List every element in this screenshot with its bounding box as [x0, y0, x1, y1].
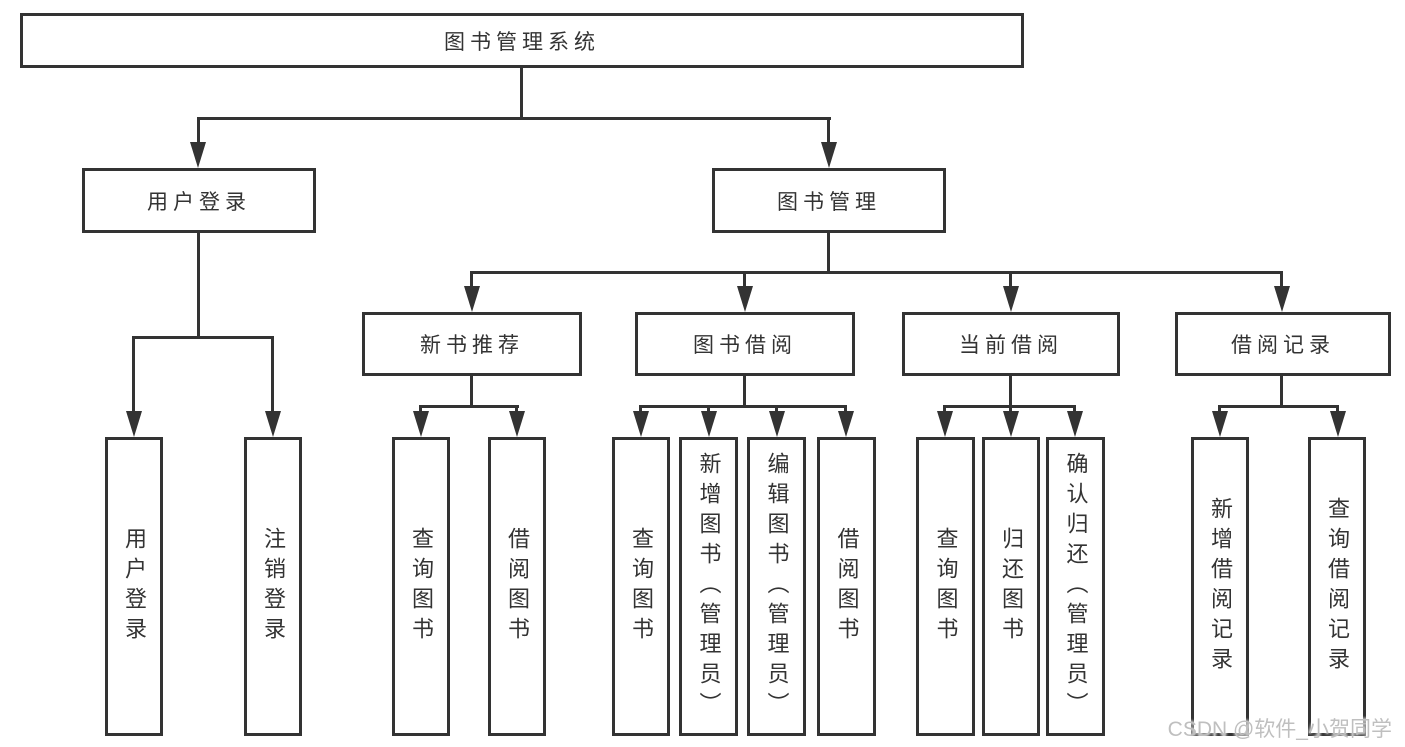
node-label: 图书管理系统 — [444, 30, 600, 54]
edge-drop-book-borrow — [743, 271, 746, 288]
edge-new-book-rec-bar — [419, 405, 519, 408]
arrowhead-nbr-borrow — [509, 411, 525, 437]
leaf-bb-query-books: 查询图书 — [612, 437, 670, 736]
edge-drop-bb-query — [639, 405, 642, 413]
edge-drop-logout-leaf — [271, 336, 274, 413]
arrowhead-new-book-rec — [464, 286, 480, 312]
node-label: 查询图书 — [933, 526, 959, 647]
node-label: 编辑图书（管理员） — [764, 451, 790, 722]
edge-drop-new-book-rec — [470, 271, 473, 288]
csdn-watermark: CSDN @软件_小贺同学 — [1167, 718, 1392, 741]
leaf-user-login: 用户登录 — [105, 437, 163, 736]
node-label: 归还图书 — [999, 526, 1024, 647]
edge-borrow-record-stem — [1280, 376, 1283, 408]
arrowhead-br-query — [1330, 411, 1346, 437]
arrowhead-logout-leaf — [265, 411, 281, 437]
node-label: 借阅记录 — [1231, 334, 1335, 357]
arrowhead-bb-borrow — [838, 411, 854, 437]
edge-drop-user-login-leaf — [132, 336, 135, 413]
node-label: 图书借阅 — [693, 334, 797, 357]
node-label: 注销登录 — [261, 526, 286, 647]
leaf-logout: 注销登录 — [244, 437, 302, 736]
node-user-login: 用户登录 — [82, 168, 316, 233]
node-borrow-record: 借阅记录 — [1175, 312, 1391, 376]
leaf-nbr-borrow-books: 借阅图书 — [488, 437, 546, 736]
arrowhead-current-borrow — [1003, 286, 1019, 312]
node-book-mgmt: 图书管理 — [712, 168, 946, 233]
edge-current-borrow-stem — [1009, 376, 1012, 408]
leaf-bb-borrow-books: 借阅图书 — [817, 437, 876, 736]
arrowhead-book-mgmt — [821, 142, 837, 168]
edge-drop-nbr-query — [419, 405, 422, 413]
edge-drop-cb-query — [943, 405, 946, 413]
node-label: 新书推荐 — [420, 334, 524, 357]
edge-drop-br-query — [1336, 405, 1339, 413]
node-label: 用户登录 — [147, 190, 251, 214]
leaf-cb-return-books: 归还图书 — [982, 437, 1040, 736]
node-label: 用户登录 — [122, 526, 147, 647]
arrowhead-bb-edit — [769, 411, 785, 437]
arrowhead-cb-confirm — [1067, 411, 1083, 437]
node-label: 查询借阅记录 — [1325, 496, 1350, 677]
edge-drop-nbr-borrow — [515, 405, 518, 413]
arrowhead-user-login — [190, 142, 206, 168]
node-label: 当前借阅 — [959, 334, 1063, 357]
node-current-borrow: 当前借阅 — [902, 312, 1120, 376]
edge-drop-current-borrow — [1009, 271, 1012, 288]
edge-drop-bb-borrow — [844, 405, 847, 413]
leaf-cb-query-books: 查询图书 — [916, 437, 975, 736]
edge-root-stem — [520, 68, 523, 118]
edge-drop-cb-return — [1009, 405, 1012, 413]
edge-book-borrow-stem — [743, 376, 746, 408]
edge-user-login-stem — [197, 233, 200, 338]
edge-drop-user-login — [197, 117, 200, 144]
edge-drop-bb-add — [707, 405, 710, 413]
edge-book-mgmt-stem — [827, 233, 830, 274]
arrowhead-cb-query — [937, 411, 953, 437]
node-label: 新增借阅记录 — [1208, 496, 1233, 677]
arrowhead-user-login-leaf — [126, 411, 142, 437]
edge-drop-borrow-record — [1280, 271, 1283, 288]
arrowhead-bb-add — [701, 411, 717, 437]
edge-drop-book-mgmt — [827, 117, 830, 144]
arrowhead-cb-return — [1003, 411, 1019, 437]
edge-new-book-rec-stem — [470, 376, 473, 408]
node-label: 查询图书 — [629, 526, 654, 647]
leaf-bb-edit-books: 编辑图书（管理员） — [747, 437, 806, 736]
node-label: 查询图书 — [409, 526, 434, 647]
node-book-borrow: 图书借阅 — [635, 312, 855, 376]
edge-user-login-bar — [132, 336, 274, 339]
arrowhead-book-borrow — [737, 286, 753, 312]
edge-drop-cb-confirm — [1073, 405, 1076, 413]
node-root: 图书管理系统 — [20, 13, 1024, 68]
leaf-cb-confirm-return: 确认归还（管理员） — [1046, 437, 1105, 736]
node-label: 借阅图书 — [834, 526, 860, 647]
leaf-br-add-record: 新增借阅记录 — [1191, 437, 1249, 736]
leaf-bb-add-books: 新增图书（管理员） — [679, 437, 738, 736]
arrowhead-borrow-record — [1274, 286, 1290, 312]
edge-drop-br-add — [1218, 405, 1221, 413]
arrowhead-br-add — [1212, 411, 1228, 437]
edge-root-bar — [197, 117, 831, 120]
node-label: 借阅图书 — [505, 526, 530, 647]
node-label: 新增图书（管理员） — [696, 451, 722, 722]
edge-book-mgmt-bar — [470, 271, 1283, 274]
edge-drop-bb-edit — [775, 405, 778, 413]
arrowhead-nbr-query — [413, 411, 429, 437]
node-label: 图书管理 — [777, 190, 881, 214]
leaf-nbr-query-books: 查询图书 — [392, 437, 450, 736]
edge-book-borrow-bar — [639, 405, 847, 408]
leaf-br-query-record: 查询借阅记录 — [1308, 437, 1366, 736]
edge-borrow-record-bar — [1218, 405, 1339, 408]
node-new-book-rec: 新书推荐 — [362, 312, 582, 376]
node-label: 确认归还（管理员） — [1063, 451, 1089, 722]
arrowhead-bb-query — [633, 411, 649, 437]
